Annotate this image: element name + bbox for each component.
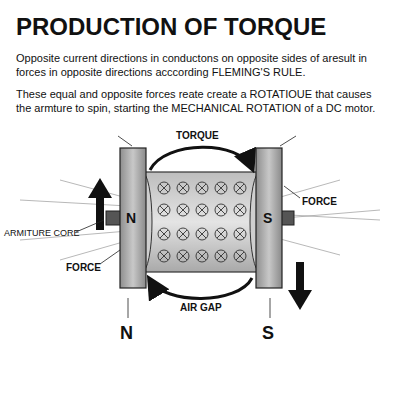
pole-label: N bbox=[120, 322, 140, 345]
pole-letter: N bbox=[126, 210, 140, 228]
title: PRODUCTION OF TORQUE bbox=[16, 12, 386, 42]
paragraph: Opposite current directions in conducton… bbox=[16, 52, 384, 80]
part-label: AIR GAP bbox=[180, 302, 240, 315]
part-label: ARMITURE CORE bbox=[4, 228, 84, 239]
part-label: FORCE bbox=[302, 196, 352, 209]
part-label: FORCE bbox=[66, 262, 116, 275]
pole-label: S bbox=[262, 322, 282, 345]
part-label: TORQUE bbox=[176, 130, 236, 143]
paragraph: These equal and opposite forces reate cr… bbox=[16, 88, 384, 116]
pole-letter: S bbox=[263, 210, 277, 228]
